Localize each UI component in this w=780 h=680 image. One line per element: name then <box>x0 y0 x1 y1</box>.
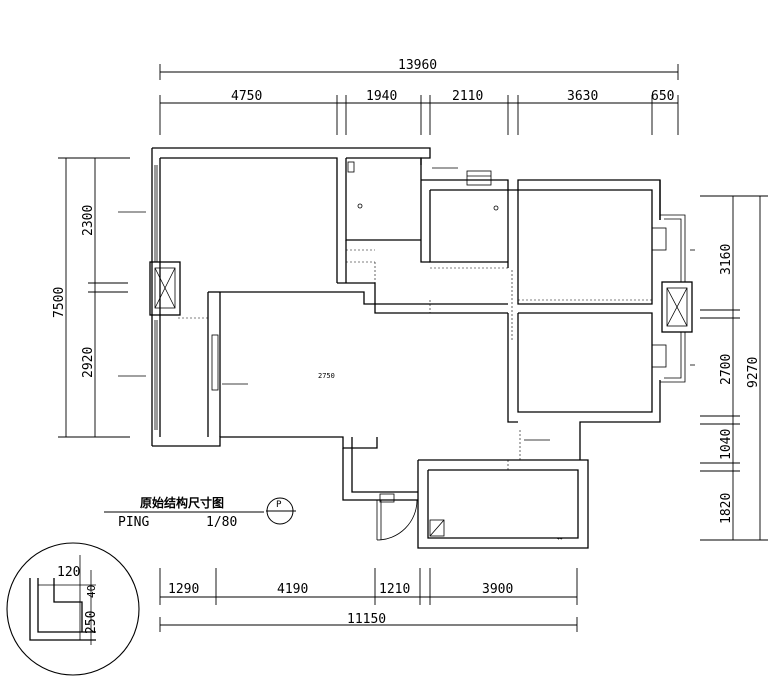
bottom-overall-dim: 11150 <box>347 612 386 627</box>
detail-value-40: 40 <box>85 585 98 598</box>
right-dim-4: 1820 <box>719 493 734 524</box>
right-windows <box>651 214 686 383</box>
detail-callout: 120 40 250 <box>6 542 140 676</box>
exterior-walls <box>151 147 661 549</box>
fixtures: ++ <box>347 161 563 542</box>
top-dim-1: 4750 <box>231 89 262 104</box>
bottom-dimension-chain: 1290 4190 1210 3900 11150 <box>159 568 578 632</box>
left-shaft <box>149 261 181 316</box>
right-dimension-chain: 9270 3160 2700 1040 1820 <box>700 195 768 541</box>
left-overall-dim: 7500 <box>52 287 67 318</box>
title-block: 原始结构尺寸图 PING 1/80 P <box>104 495 296 530</box>
top-overall-dim: 13960 <box>398 58 437 73</box>
left-windows <box>154 165 158 430</box>
top-dim-3: 2110 <box>452 89 483 104</box>
right-dim-3: 1040 <box>719 429 734 460</box>
drawing-scale: 1/80 <box>206 515 237 530</box>
bottom-dim-4: 3900 <box>482 582 513 597</box>
right-shaft <box>661 281 693 333</box>
detail-value-120: 120 <box>57 565 80 580</box>
bottom-dim-3: 1210 <box>379 582 410 597</box>
left-dimension-chain: 7500 2300 2920 <box>52 157 130 438</box>
right-overall-dim: 9270 <box>746 357 761 388</box>
left-dim-2: 2920 <box>81 347 96 378</box>
top-dimension-chain: 13960 4750 1940 2110 3630 650 <box>159 58 679 135</box>
top-dim-5: 650 <box>651 89 674 104</box>
top-dim-2: 1940 <box>366 89 397 104</box>
drawing-title: 原始结构尺寸图 <box>140 495 224 510</box>
svg-text:++: ++ <box>557 537 563 542</box>
bottom-dim-1: 1290 <box>168 582 199 597</box>
top-dim-4: 3630 <box>567 89 598 104</box>
bottom-dim-2: 4190 <box>277 582 308 597</box>
side-cabinet <box>211 334 219 391</box>
left-dim-1: 2300 <box>81 205 96 236</box>
right-dim-2: 2700 <box>719 354 734 385</box>
right-dim-1: 3160 <box>719 244 734 275</box>
dashed-openings <box>178 245 652 470</box>
drawing-subtitle: PING <box>118 515 149 530</box>
tiny-annotations <box>118 167 695 441</box>
north-symbol: P <box>276 500 282 510</box>
top-vent <box>466 170 492 186</box>
detail-value-250: 250 <box>84 611 99 634</box>
room-dimension-label: 2750 <box>318 372 335 380</box>
entry-door <box>376 493 418 541</box>
